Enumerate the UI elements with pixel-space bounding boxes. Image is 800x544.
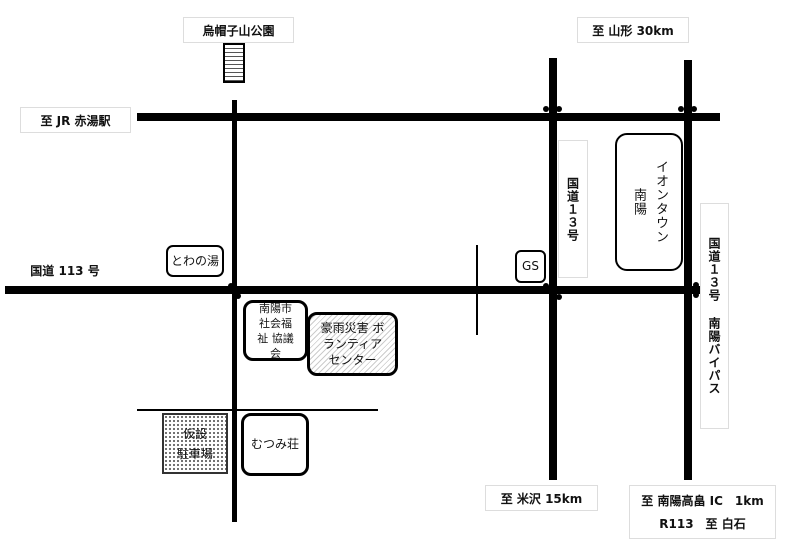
aeon-town-building: イオンタウン 南陽	[615, 133, 683, 271]
intersection-marker	[678, 106, 684, 112]
intersection-marker	[228, 283, 234, 289]
gas-station-building: GS	[515, 250, 546, 283]
to-yonezawa-label: 至 米沢 15km	[485, 485, 598, 511]
to-ic-line2: R113 至 白石	[659, 517, 746, 531]
road-north	[137, 113, 720, 121]
park-label: 烏帽子山公園	[183, 17, 294, 43]
to-ic-line1: 至 南陽高畠 IC 1km	[641, 494, 764, 508]
road-route113	[5, 286, 700, 294]
road-minor-horizontal	[137, 409, 378, 411]
to-ic-label: 至 南陽高畠 IC 1km R113 至 白石	[629, 485, 776, 539]
intersection-marker	[543, 106, 549, 112]
intersection-marker	[691, 106, 697, 112]
route13-bypass-label: 国道１３号 南陽バイパス	[700, 203, 729, 429]
volunteer-center-building: 豪雨災害 ボランティア センター	[307, 312, 398, 376]
intersection-marker	[693, 282, 699, 288]
mutsumiso-building: むつみ荘	[241, 413, 309, 476]
temp-parking-area: 仮設 駐車場	[162, 413, 228, 474]
stairs-icon	[223, 43, 245, 83]
intersection-marker	[556, 294, 562, 300]
to-yamagata-label: 至 山形 30km	[577, 17, 689, 43]
intersection-marker	[235, 293, 241, 299]
intersection-marker	[693, 292, 699, 298]
route113-label: 国道 113 号	[18, 257, 112, 283]
towanoyu-building: とわの湯	[166, 245, 224, 277]
road-route13-bypass	[684, 60, 692, 480]
social-welfare-building: 南陽市 社会福祉 協議会	[243, 300, 308, 361]
intersection-marker	[556, 106, 562, 112]
road-west-vertical	[232, 100, 237, 522]
aeon-town-label: イオンタウン 南陽	[631, 160, 668, 244]
road-route13	[549, 58, 557, 480]
road-minor-vertical	[476, 245, 478, 335]
to-station-label: 至 JR 赤湯駅	[20, 107, 131, 133]
route13-label: 国道１３号	[558, 140, 588, 278]
intersection-marker	[543, 283, 549, 289]
